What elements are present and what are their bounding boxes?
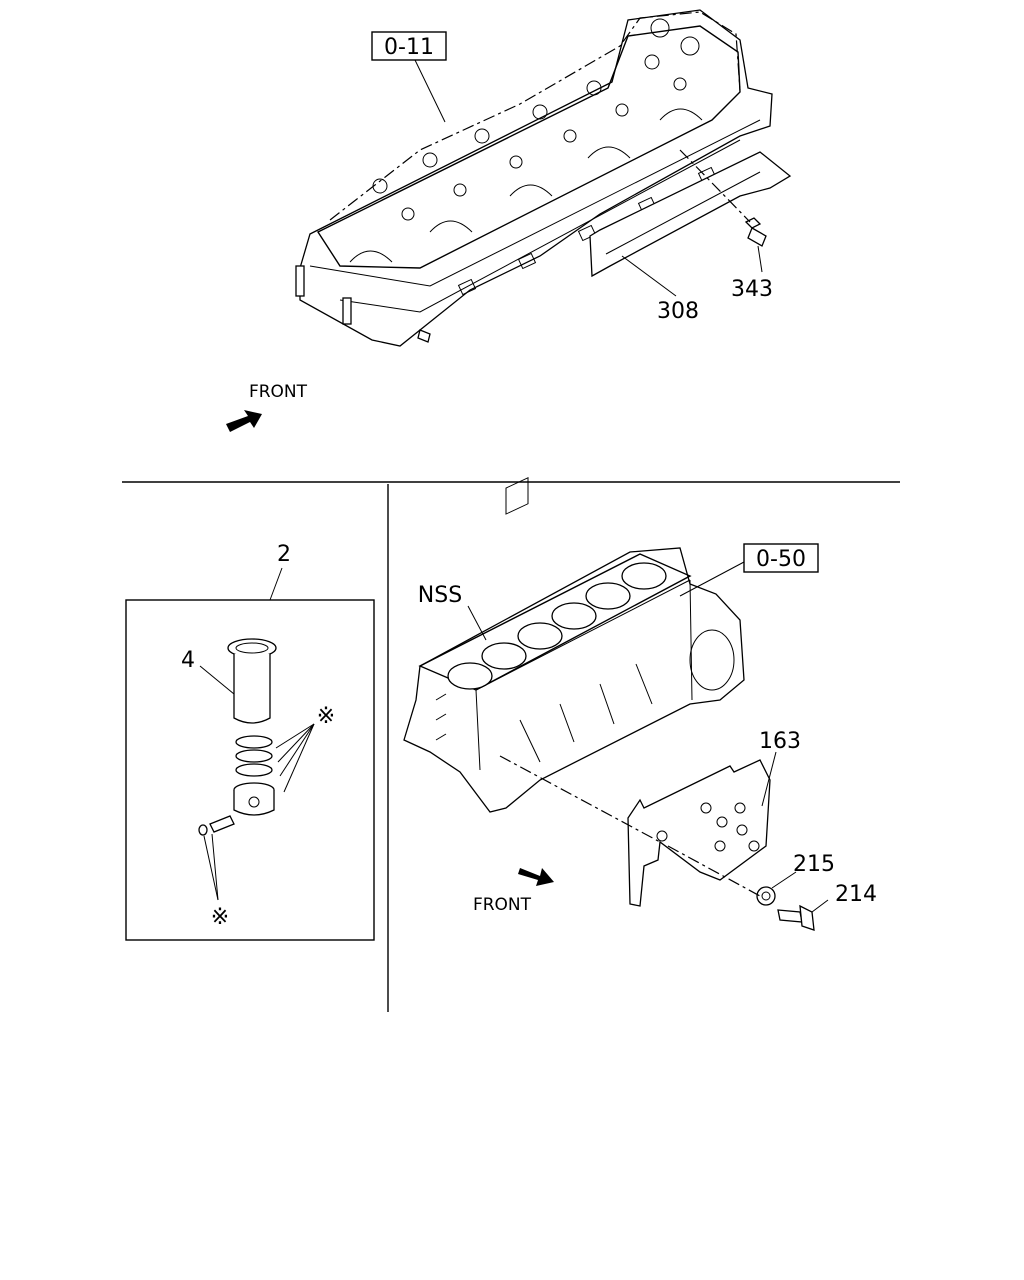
- nss-label: NSS: [418, 583, 462, 608]
- mark-leader-lines: [203, 723, 315, 901]
- bolt-214-icon: [777, 904, 815, 931]
- leader-lines-bottom: [467, 561, 829, 913]
- bolt-214-label: 214: [835, 882, 877, 907]
- piston-pin: [198, 815, 235, 836]
- liner-4-label: 4: [181, 648, 195, 673]
- washer-215-label: 215: [793, 852, 835, 877]
- head-ref-box: [371, 31, 447, 61]
- mark-rings-label: ※: [317, 704, 335, 729]
- plate-163-label: 163: [759, 729, 801, 754]
- bolt-343-icon: [744, 217, 767, 247]
- front-arrow-bottom-icon: [518, 868, 554, 886]
- bolt-343-label: 343: [731, 277, 773, 302]
- cylinder-block: [403, 477, 745, 813]
- leader-lines-top: [414, 59, 763, 297]
- kit-2-label: 2: [277, 542, 291, 567]
- rear-plate: [627, 759, 771, 907]
- piston-kit-box: [125, 599, 375, 941]
- gasket-strip: [589, 151, 792, 278]
- washer-215-icon: [756, 886, 776, 906]
- front-label-top: FRONT: [249, 382, 308, 402]
- block-ref-label: 0-50: [756, 547, 806, 572]
- piston-rings: [235, 735, 273, 777]
- cylinder-liner: [227, 638, 277, 724]
- cylinder-head: [295, 9, 773, 347]
- mark-pins-label: ※: [211, 905, 229, 930]
- front-label-bottom: FRONT: [473, 895, 532, 915]
- head-ref-label: 0-11: [384, 35, 434, 60]
- block-ref-box: [743, 543, 819, 573]
- gasket-308-label: 308: [657, 299, 699, 324]
- piston: [233, 782, 275, 816]
- front-arrow-top-icon: [226, 410, 262, 432]
